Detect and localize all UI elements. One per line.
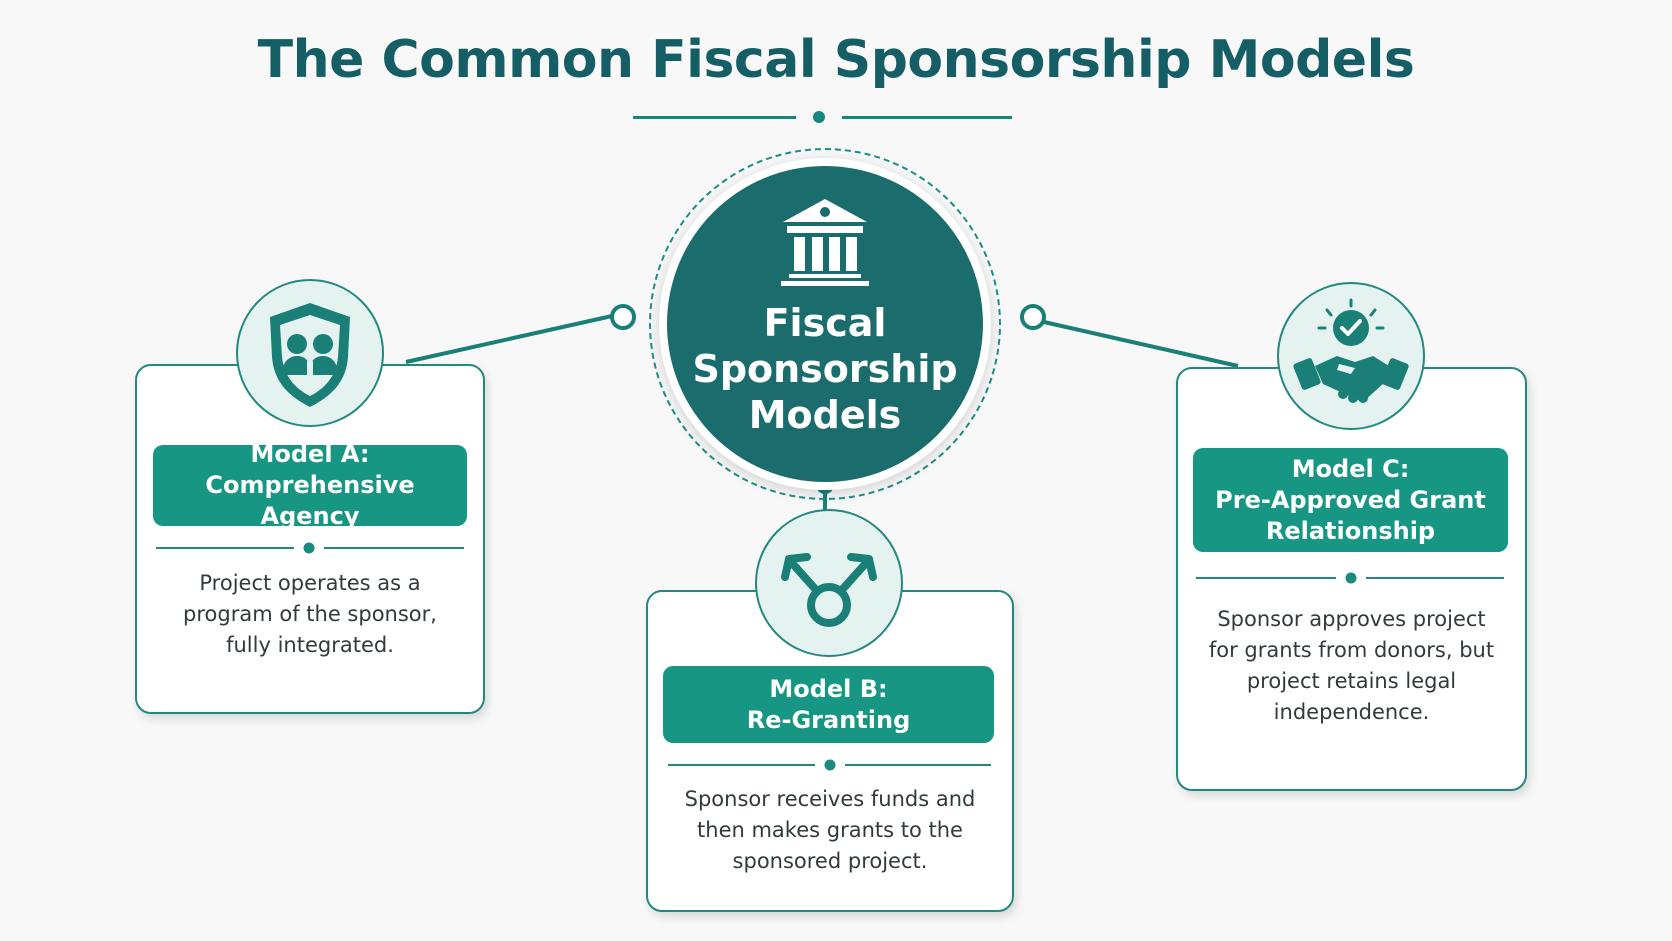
model-b-icon-disc xyxy=(755,509,903,657)
description-line: project retains legal xyxy=(1246,669,1457,693)
description-line: Project operates as a xyxy=(199,571,421,595)
model-title-line: Relationship xyxy=(1265,516,1436,545)
model-c-title-banner: Model C: Pre-Approved Grant Relationship xyxy=(1193,448,1508,552)
description-line: sponsored project. xyxy=(732,849,928,873)
model-c-divider-left xyxy=(1196,577,1336,579)
description-line: for grants from donors, but xyxy=(1208,638,1495,662)
hub-dashed-ring xyxy=(649,148,1001,500)
title-rule-right xyxy=(842,116,1012,119)
model-a-divider-dot xyxy=(303,542,315,554)
title-rule-dot xyxy=(813,111,825,123)
model-a-icon-disc xyxy=(236,279,384,427)
split-arrows-icon xyxy=(781,553,877,627)
hub-label-line: Sponsorship xyxy=(692,347,958,391)
model-title-line: Comprehensive Agency xyxy=(205,471,415,530)
model-b-title-banner: Model B: Re-Granting xyxy=(663,666,994,743)
bank-building-icon xyxy=(781,199,869,286)
connector-node-left xyxy=(610,304,636,330)
hub-label-line: Models xyxy=(748,393,902,437)
hub-label: Fiscal Sponsorship Models xyxy=(667,300,983,438)
model-title-line: Model A: xyxy=(250,440,370,468)
description-line: independence. xyxy=(1273,700,1430,724)
model-c-description: Sponsor approves project for grants from… xyxy=(1186,604,1517,728)
model-a-divider-left xyxy=(156,547,294,549)
model-title-line: Re-Granting xyxy=(746,705,911,734)
description-line: fully integrated. xyxy=(226,633,394,657)
handshake-check-icon xyxy=(1293,298,1409,403)
page-title: The Common Fiscal Sponsorship Models xyxy=(257,30,1415,90)
model-b-divider-left xyxy=(668,764,815,766)
description-line: Sponsor approves project xyxy=(1217,607,1486,631)
shield-people-icon xyxy=(270,303,350,407)
description-line: program of the sponsor, xyxy=(183,602,437,626)
description-line: then makes grants to the xyxy=(697,818,963,842)
model-title-line: Pre-Approved Grant xyxy=(1215,485,1486,514)
model-c-icon-disc xyxy=(1277,282,1425,430)
model-title-line: Model C: xyxy=(1291,454,1410,483)
model-b-divider-dot xyxy=(824,759,836,771)
connector-line-model-a xyxy=(405,314,613,364)
model-a-title-banner: Model A: Comprehensive Agency xyxy=(153,440,467,530)
model-a-divider-right xyxy=(324,547,464,549)
model-b-description: Sponsor receives funds and then makes gr… xyxy=(656,784,1004,877)
model-title-line: Model B: xyxy=(769,674,888,703)
model-a-description: Project operates as a program of the spo… xyxy=(145,568,475,661)
model-c-divider-dot xyxy=(1345,572,1357,584)
model-b-divider-right xyxy=(845,764,991,766)
title-rule-left xyxy=(633,116,796,119)
hub-label-line: Fiscal xyxy=(763,301,887,345)
connector-node-right xyxy=(1020,304,1046,330)
connector-line-model-c xyxy=(1043,320,1239,368)
model-c-divider-right xyxy=(1366,577,1504,579)
description-line: Sponsor receives funds and xyxy=(684,787,976,811)
